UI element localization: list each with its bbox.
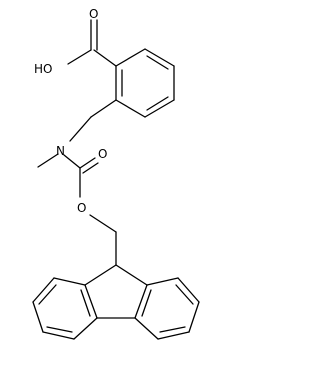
fluorene-five-ring xyxy=(84,264,148,319)
ring-bond xyxy=(73,317,98,340)
atom-label-hydroxyl: HO xyxy=(34,62,52,76)
ring-inner-bond xyxy=(159,326,186,333)
atom-label-carbamate-carbonyl-oxygen: O xyxy=(98,147,107,161)
bond-ring-ch2 xyxy=(90,99,117,118)
ring-bond xyxy=(115,48,146,67)
ring-bond xyxy=(134,284,148,319)
ring-bond xyxy=(157,331,190,340)
ring-bond xyxy=(177,277,200,303)
ring-inner-bond xyxy=(46,326,73,333)
ring-inner-bond xyxy=(38,284,57,305)
atom-label-ester-oxygen: O xyxy=(77,201,86,215)
bond-ester-o-ch2 xyxy=(89,214,117,233)
carboxylic-acid-group xyxy=(67,19,117,67)
ring-inner-bond xyxy=(146,96,169,111)
ring-inner-bond xyxy=(80,289,91,317)
bond-cooh-oh xyxy=(67,49,92,65)
ring-bond xyxy=(144,48,175,67)
bond-n-carbonyl xyxy=(63,154,81,169)
ring-bond xyxy=(32,301,44,333)
ring-inner-bond xyxy=(175,284,194,305)
ring-bond xyxy=(134,317,159,340)
methylene-amine-linker xyxy=(37,99,117,169)
chemical-structure: HO O N O O xyxy=(32,7,200,340)
bond-carbamate-c-o-a xyxy=(79,157,96,169)
ring-inner-bond xyxy=(146,55,169,70)
atom-label-nitrogen: N xyxy=(56,144,65,158)
bond-ring-cooh xyxy=(93,49,117,67)
benzene-ring-upper xyxy=(115,48,175,118)
ring-bond xyxy=(32,277,55,303)
fluorene-left-ring xyxy=(32,277,98,340)
ring-bond xyxy=(188,301,200,333)
fluorene-right-ring xyxy=(134,277,200,340)
ring-bond xyxy=(42,331,75,340)
atom-label-acid-carbonyl-oxygen: O xyxy=(89,7,98,21)
ring-bond xyxy=(84,264,117,286)
ring-inner-bond xyxy=(141,289,152,317)
ring-bond xyxy=(144,99,175,118)
bond-carbamate-c-o-b xyxy=(82,162,99,174)
bond-ch2-n xyxy=(69,116,92,142)
ring-bond xyxy=(84,284,98,319)
ring-bond xyxy=(146,277,179,286)
bond-n-methyl xyxy=(37,153,59,168)
carbamate-group xyxy=(79,157,117,266)
ring-bond xyxy=(53,277,86,286)
ring-bond xyxy=(115,99,146,118)
ring-bond xyxy=(115,264,148,286)
